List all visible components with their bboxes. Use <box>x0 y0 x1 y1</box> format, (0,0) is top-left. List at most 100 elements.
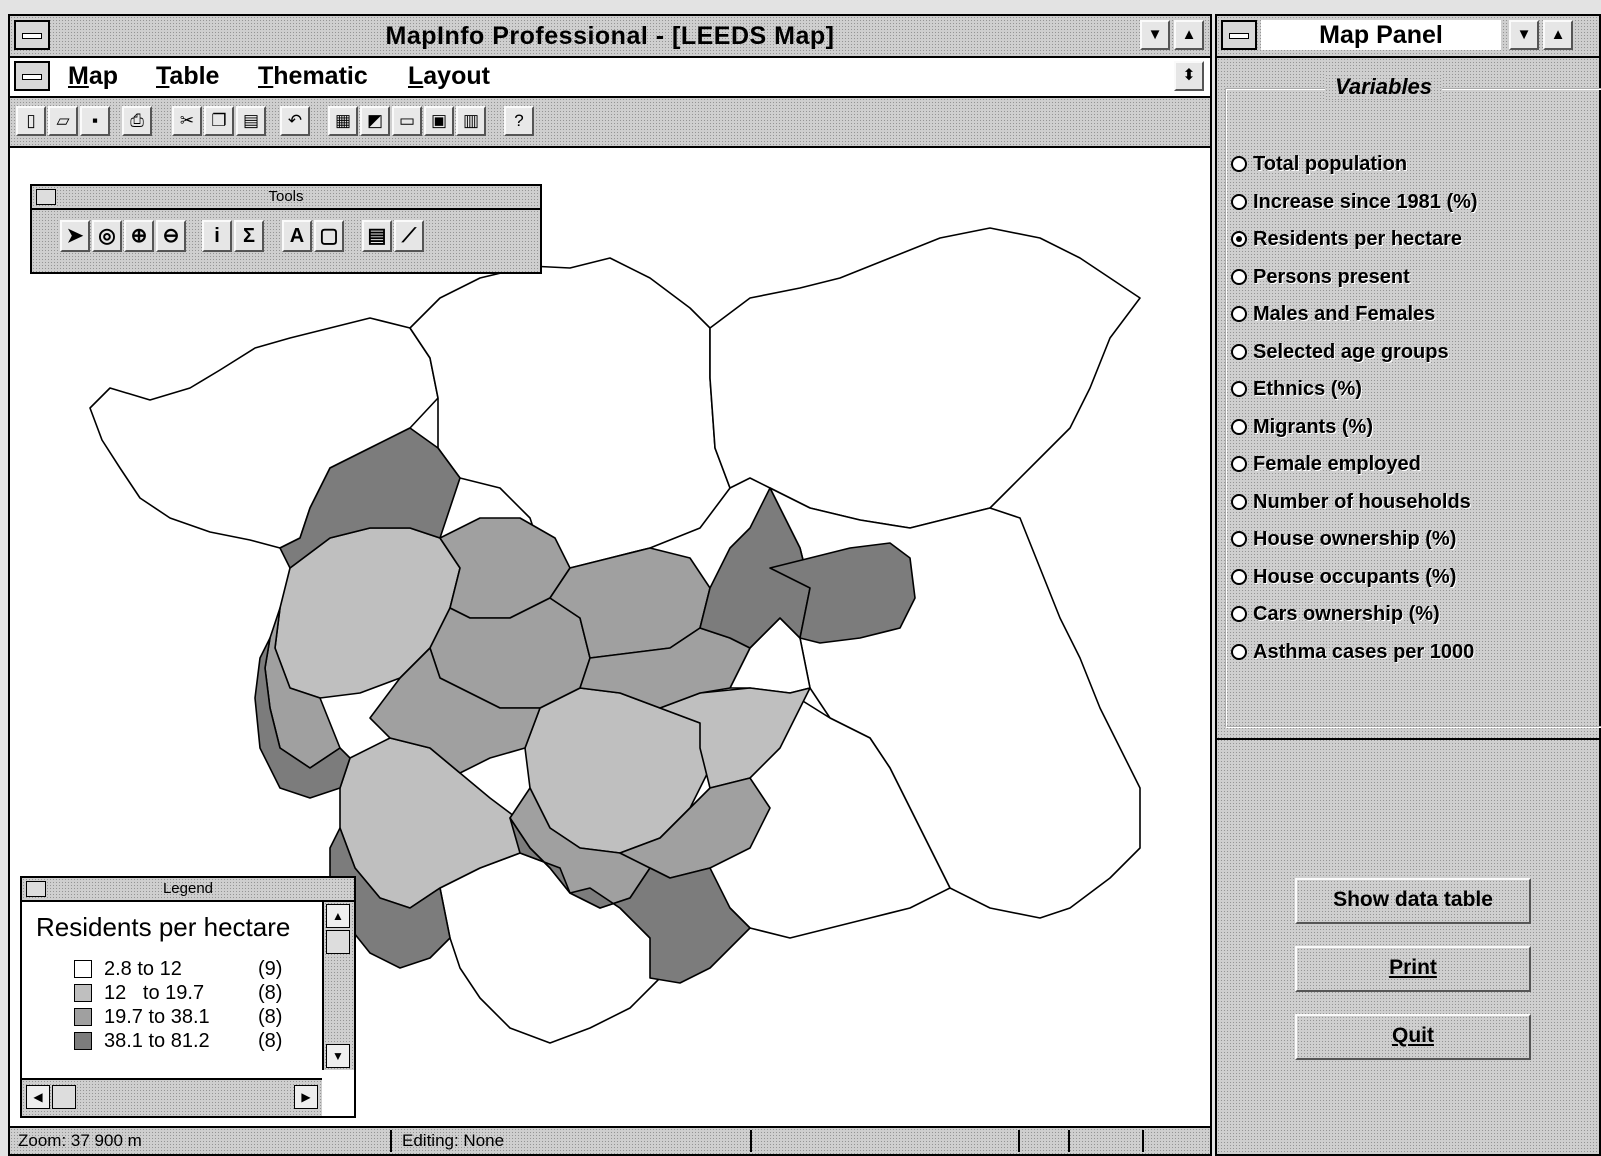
menu-table[interactable]: Table <box>156 62 219 91</box>
variable-radio-option[interactable]: Residents per hectare <box>1231 225 1462 253</box>
help-icon[interactable]: ? <box>504 106 534 136</box>
map-canvas[interactable]: Tools ➤ ◎ ⊕ ⊖ i Σ A ▢ ▤ ⟋ Legend Residen… <box>10 148 1210 1128</box>
variable-radio-option[interactable]: Migrants (%) <box>1231 413 1373 441</box>
radio-unselected-icon[interactable] <box>1231 193 1247 210</box>
cut-icon[interactable]: ✂ <box>172 106 202 136</box>
variable-radio-option[interactable]: Increase since 1981 (%) <box>1231 188 1478 216</box>
tools-window[interactable]: Tools ➤ ◎ ⊕ ⊖ i Σ A ▢ ▤ ⟋ <box>30 184 542 274</box>
label-icon[interactable]: A <box>282 220 312 252</box>
scroll-right-icon[interactable]: ▶ <box>294 1085 318 1109</box>
ward-region[interactable] <box>509 817 571 894</box>
legend-icon[interactable]: ▤ <box>362 220 392 252</box>
ward-region[interactable] <box>579 627 751 709</box>
quit-button[interactable]: Quit <box>1295 1014 1531 1060</box>
scroll-up-icon[interactable]: ▲ <box>326 904 350 928</box>
ward-region[interactable] <box>279 427 461 569</box>
legend-window[interactable]: Legend Residents per hectare 2.8 to 12 (… <box>20 876 356 1118</box>
ward-region[interactable] <box>254 637 351 799</box>
print-icon[interactable]: ⎙ <box>122 106 152 136</box>
radio-selected-icon[interactable] <box>1231 231 1247 247</box>
radio-unselected-icon[interactable] <box>1231 568 1247 585</box>
radio-unselected-icon[interactable] <box>1231 343 1247 360</box>
new-icon[interactable]: ▯ <box>16 106 46 136</box>
radius-select-icon[interactable]: ◎ <box>92 220 122 252</box>
legend-horizontal-scrollbar[interactable]: ◀ ▶ <box>22 1078 322 1116</box>
variable-radio-option[interactable]: Persons present <box>1231 263 1410 291</box>
ward-region[interactable] <box>769 542 916 644</box>
title-bar[interactable]: MapInfo Professional - [LEEDS Map] ▼ ▲ <box>10 16 1210 58</box>
ward-region[interactable] <box>569 867 751 984</box>
menu-layout[interactable]: Layout <box>408 62 490 91</box>
show-data-table-button[interactable]: Show data table <box>1295 878 1531 924</box>
radio-unselected-icon[interactable] <box>1231 381 1247 397</box>
new-redistrict-icon[interactable]: ▥ <box>456 106 486 136</box>
maximize-icon[interactable]: ▲ <box>1174 20 1204 50</box>
scroll-left-icon[interactable]: ◀ <box>26 1085 50 1109</box>
select-arrow-icon[interactable]: ➤ <box>60 220 90 252</box>
scroll-thumb[interactable] <box>326 930 350 954</box>
radio-unselected-icon[interactable] <box>1231 493 1247 510</box>
radio-unselected-icon[interactable] <box>1231 418 1247 435</box>
ward-region[interactable] <box>369 647 541 774</box>
menu-thematic[interactable]: Thematic <box>258 62 368 91</box>
scroll-down-icon[interactable]: ▼ <box>326 1044 350 1068</box>
panel-title-bar[interactable]: Map Panel ▼ ▲ <box>1217 16 1599 58</box>
layer-control-icon[interactable]: ▢ <box>314 220 344 252</box>
variable-radio-option[interactable]: House occupants (%) <box>1231 563 1456 591</box>
panel-minimize-icon[interactable]: ▼ <box>1509 20 1539 50</box>
radio-unselected-icon[interactable] <box>1231 531 1247 547</box>
radio-unselected-icon[interactable] <box>1231 268 1247 285</box>
info-icon[interactable]: i <box>202 220 232 252</box>
scroll-thumb[interactable] <box>52 1085 76 1109</box>
variable-radio-option[interactable]: Number of households <box>1231 488 1471 516</box>
radio-unselected-icon[interactable] <box>1231 606 1247 622</box>
variable-radio-option[interactable]: House ownership (%) <box>1231 525 1456 553</box>
variable-label: Ethnics (%) <box>1253 378 1362 400</box>
legend-vertical-scrollbar[interactable]: ▲ ▼ <box>322 902 354 1070</box>
ward-region[interactable] <box>659 687 811 789</box>
status-empty-2 <box>1024 1130 1070 1152</box>
open-icon[interactable]: ▱ <box>48 106 78 136</box>
menu-map[interactable]: Map <box>68 62 118 91</box>
variable-label: Migrants (%) <box>1253 415 1373 438</box>
variable-radio-option[interactable]: Asthma cases per 1000 <box>1231 638 1474 666</box>
document-system-menu-icon[interactable] <box>14 61 50 91</box>
legend-window-title: Legend <box>162 880 214 897</box>
variable-radio-option[interactable]: Cars ownership (%) <box>1231 600 1440 628</box>
variable-radio-option[interactable]: Selected age groups <box>1231 338 1449 366</box>
sum-icon[interactable]: Σ <box>234 220 264 252</box>
legend-title-bar[interactable]: Legend <box>22 878 354 902</box>
new-browser-icon[interactable]: ▦ <box>328 106 358 136</box>
leeds-ward-map[interactable] <box>10 148 1210 1128</box>
zoom-in-icon[interactable]: ⊕ <box>124 220 154 252</box>
variable-radio-option[interactable]: Female employed <box>1231 450 1421 478</box>
ward-region[interactable] <box>709 227 1141 529</box>
ruler-icon[interactable]: ⟋ <box>394 220 424 252</box>
radio-unselected-icon[interactable] <box>1231 456 1247 472</box>
variable-radio-option[interactable]: Ethnics (%) <box>1231 375 1362 403</box>
panel-system-menu-icon[interactable] <box>1221 20 1257 50</box>
ward-region[interactable] <box>409 257 731 569</box>
minimize-icon[interactable]: ▼ <box>1140 20 1170 50</box>
save-icon[interactable]: ▪ <box>80 106 110 136</box>
zoom-out-icon[interactable]: ⊖ <box>156 220 186 252</box>
paste-icon[interactable]: ▤ <box>236 106 266 136</box>
new-grapher-icon[interactable]: ▭ <box>392 106 422 136</box>
tools-title-bar[interactable]: Tools <box>32 186 540 210</box>
variable-radio-option[interactable]: Males and Females <box>1231 300 1435 328</box>
new-layout-icon[interactable]: ▣ <box>424 106 454 136</box>
radio-unselected-icon[interactable] <box>1231 643 1247 660</box>
restore-icon[interactable]: ⬍ <box>1174 61 1204 91</box>
legend-system-menu-icon[interactable] <box>26 881 46 897</box>
copy-icon[interactable]: ❐ <box>204 106 234 136</box>
tools-system-menu-icon[interactable] <box>36 189 56 205</box>
panel-maximize-icon[interactable]: ▲ <box>1543 20 1573 50</box>
radio-unselected-icon[interactable] <box>1231 306 1247 322</box>
print-button[interactable]: Print <box>1295 946 1531 992</box>
system-menu-icon[interactable] <box>14 20 50 50</box>
variable-radio-option[interactable]: Total population <box>1231 150 1407 178</box>
radio-unselected-icon[interactable] <box>1231 156 1247 172</box>
new-mapper-icon[interactable]: ◩ <box>360 106 390 136</box>
legend-count: (9) <box>258 958 283 980</box>
undo-icon[interactable]: ↶ <box>280 106 310 136</box>
